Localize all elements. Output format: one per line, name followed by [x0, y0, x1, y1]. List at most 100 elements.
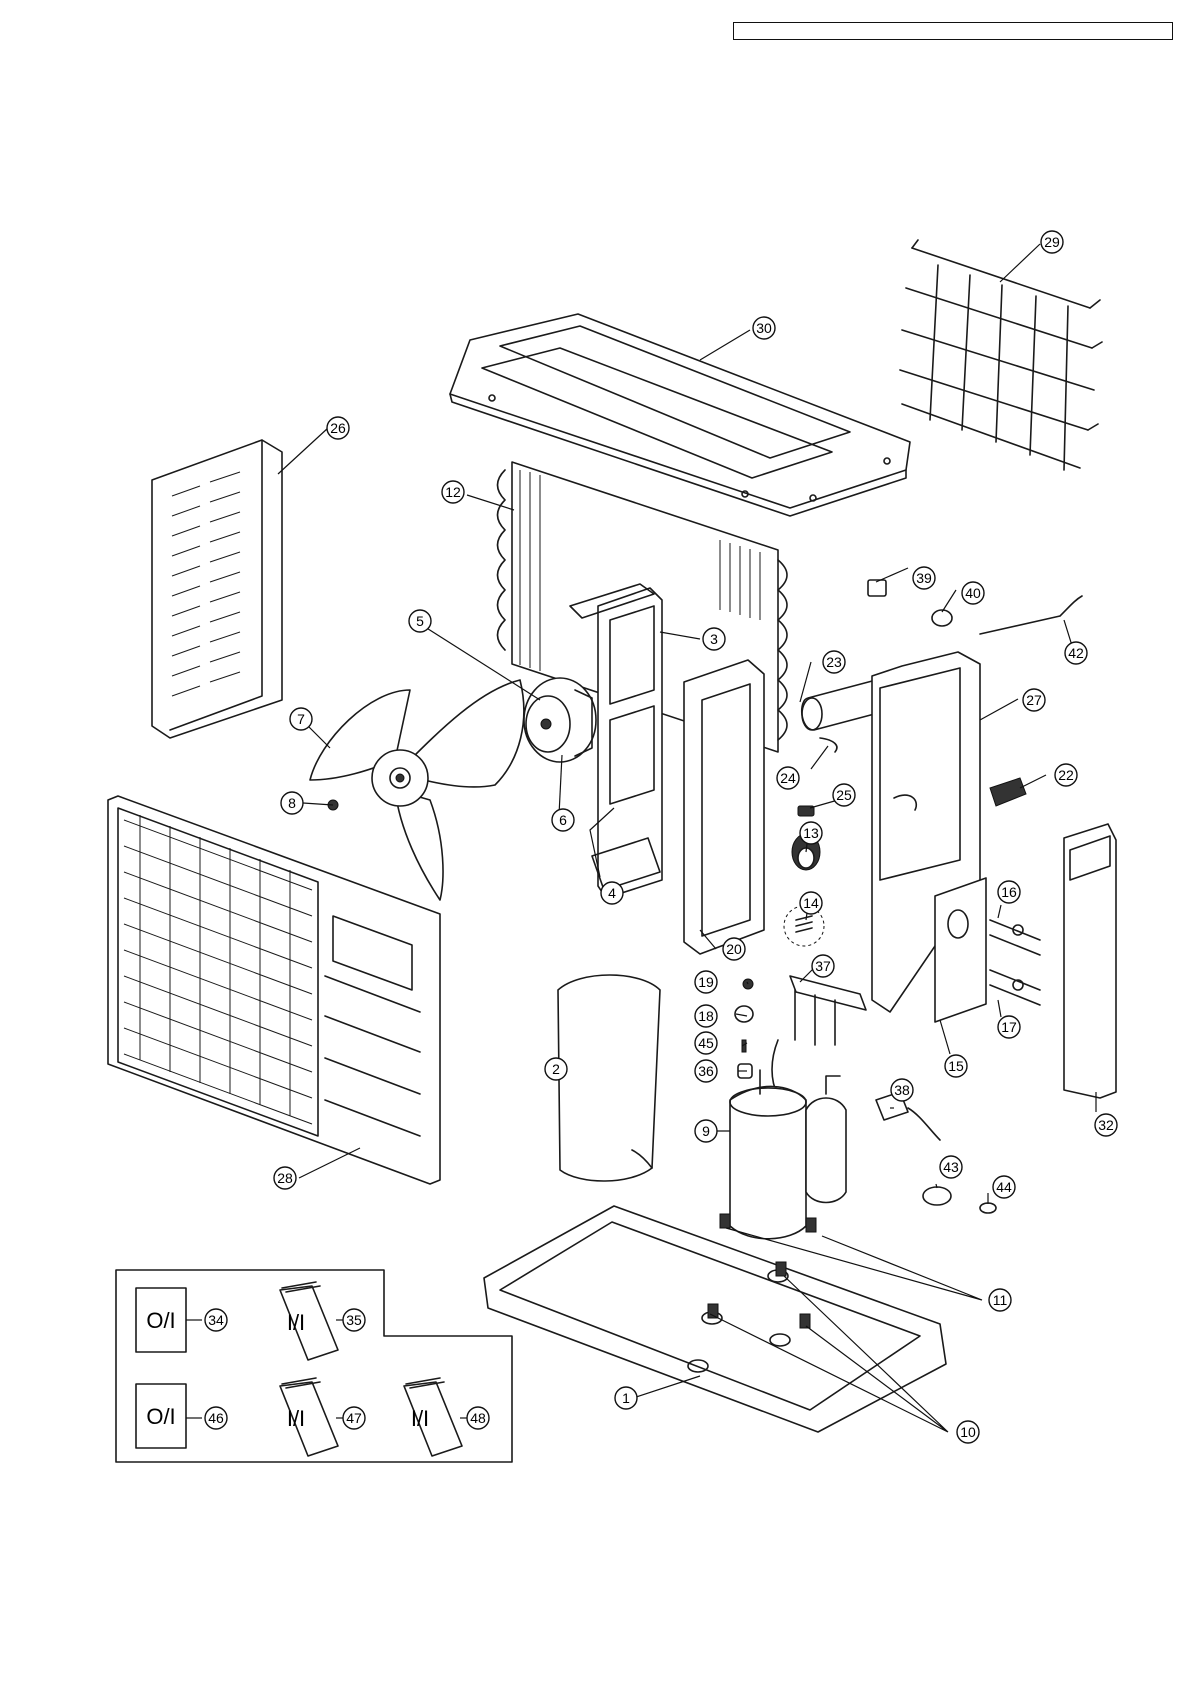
terminal-block: [990, 778, 1026, 806]
callout-number: 27: [1026, 692, 1042, 708]
callout-number: 44: [996, 1179, 1012, 1195]
terminal-39: [868, 580, 886, 596]
callout-number: 38: [894, 1082, 910, 1098]
callout-number: 1: [622, 1390, 630, 1406]
callout-32: 32: [1095, 1114, 1117, 1136]
callout-45: 45: [695, 1032, 717, 1054]
callout-23: 23: [823, 651, 845, 673]
callout-34: 34: [205, 1309, 227, 1331]
callout-35: 35: [343, 1309, 365, 1331]
callout-26: 26: [327, 417, 349, 439]
propeller-fan: [310, 680, 524, 900]
callout-number: 42: [1068, 645, 1084, 661]
callout-9: 9: [695, 1120, 717, 1142]
callout-number: 16: [1001, 884, 1017, 900]
callout-25: 25: [833, 784, 855, 806]
callout-27: 27: [1023, 689, 1045, 711]
callout-number: 9: [702, 1123, 710, 1139]
callout-number: 43: [943, 1159, 959, 1175]
callout-number: 11: [993, 1292, 1008, 1308]
callout-number: 35: [346, 1312, 362, 1328]
callout-6: 6: [552, 809, 574, 831]
callout-number: 14: [803, 895, 819, 911]
callout-number: 18: [698, 1008, 714, 1024]
callout-37: 37: [812, 955, 834, 977]
callout-number: 36: [698, 1063, 714, 1079]
doc-48: I/I: [404, 1378, 468, 1456]
callout-number: 19: [698, 974, 714, 990]
callout-2: 2: [545, 1058, 567, 1080]
callout-number: 12: [445, 484, 461, 500]
callout-number: 24: [780, 770, 796, 786]
fan-motor: [524, 678, 596, 762]
callout-number: 48: [470, 1410, 486, 1426]
callout-number: 15: [948, 1058, 964, 1074]
callout-number: 8: [288, 795, 296, 811]
callout-18: 18: [695, 1005, 717, 1027]
callout-number: 37: [815, 958, 831, 974]
doc-47: I/I: [280, 1378, 344, 1456]
callout-number: 28: [277, 1170, 293, 1186]
base-pan: [484, 1206, 946, 1432]
callout-1: 1: [615, 1387, 637, 1409]
callout-43: 43: [940, 1156, 962, 1178]
callout-46: 46: [205, 1407, 227, 1429]
callout-42: 42: [1065, 642, 1087, 664]
callout-number: 46: [208, 1410, 224, 1426]
callout-number: 23: [826, 654, 842, 670]
callout-number: 4: [608, 885, 616, 901]
callout-number: 17: [1001, 1019, 1017, 1035]
part-43: [923, 1187, 951, 1205]
callout-13: 13: [800, 822, 822, 844]
svg-text:I/I: I/I: [287, 1310, 305, 1335]
svg-text:O/I: O/I: [146, 1404, 175, 1429]
callout-5: 5: [409, 610, 431, 632]
callout-48: 48: [467, 1407, 489, 1429]
callout-number: 26: [330, 420, 346, 436]
callout-40: 40: [962, 582, 984, 604]
service-valve-16: [990, 920, 1040, 955]
callout-number: 3: [710, 631, 718, 647]
callout-4: 4: [601, 882, 623, 904]
callout-number: 39: [916, 570, 932, 586]
accumulator: [806, 1076, 846, 1203]
callout-16: 16: [998, 881, 1020, 903]
callout-28: 28: [274, 1167, 296, 1189]
callout-11: 11: [989, 1289, 1011, 1311]
callout-number: 47: [346, 1410, 362, 1426]
callout-29: 29: [1041, 231, 1063, 253]
service-valve-17: [990, 970, 1040, 1005]
callout-44: 44: [993, 1176, 1015, 1198]
callout-number: 10: [960, 1424, 976, 1440]
callout-number: 7: [297, 711, 305, 727]
wire-mesh-guard: [900, 240, 1102, 470]
doc-34: O/I: [136, 1288, 202, 1352]
svg-text:O/I: O/I: [146, 1308, 175, 1333]
callout-number: 25: [836, 787, 852, 803]
callout-39: 39: [913, 567, 935, 589]
callout-24: 24: [777, 767, 799, 789]
callout-number: 22: [1058, 767, 1074, 783]
capacitor-clamp: [820, 738, 837, 752]
callout-number: 29: [1044, 234, 1060, 250]
callout-3: 3: [703, 628, 725, 650]
four-way-valve: [772, 976, 866, 1096]
partition-plate: [684, 660, 764, 954]
callout-22: 22: [1055, 764, 1077, 786]
callout-8: 8: [281, 792, 303, 814]
callout-30: 30: [753, 317, 775, 339]
documents-box: O/I I/I O/I I/I I/I: [116, 1270, 512, 1462]
callout-number: 30: [756, 320, 772, 336]
callout-number: 20: [726, 941, 742, 957]
valve-bracket: [935, 878, 986, 1022]
doc-35: I/I: [280, 1282, 344, 1360]
callout-number: 6: [559, 812, 567, 828]
callout-47: 47: [343, 1407, 365, 1429]
callout-number: 13: [803, 825, 819, 841]
callout-number: 45: [698, 1035, 714, 1051]
side-panel-left: [152, 440, 282, 738]
callout-number: 2: [552, 1061, 560, 1077]
callout-number: 5: [416, 613, 424, 629]
callout-number: 40: [965, 585, 981, 601]
